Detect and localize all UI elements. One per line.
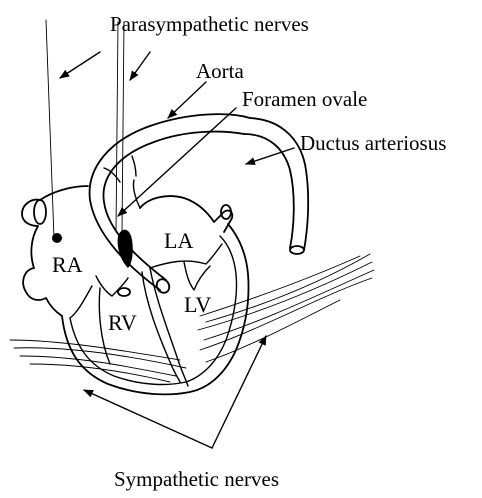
foramen-ovale-shape	[118, 230, 133, 268]
symp-left-3	[20, 356, 176, 376]
label-aorta: Aorta	[196, 59, 244, 83]
pulmonary-trunk	[133, 180, 140, 208]
rv-wall-2	[70, 286, 92, 318]
sympathetic-nerves	[10, 254, 374, 448]
sa-node	[52, 233, 62, 243]
label-sympathetic: Sympathetic nerves	[114, 467, 279, 491]
label-rv: RV	[108, 310, 137, 335]
label-parasympathetic: Parasympathetic nerves	[110, 12, 309, 36]
vagus-right-2	[122, 22, 124, 232]
tricuspid-valve	[96, 276, 128, 296]
svc-upper	[40, 186, 88, 200]
symp-right-3	[198, 262, 372, 330]
parasympathetic-arrow-1	[60, 52, 100, 78]
label-la: LA	[164, 228, 193, 253]
mitral-valve	[184, 262, 210, 290]
foramen-ovale-arrow	[118, 108, 236, 216]
svc-opening	[34, 200, 46, 224]
sympathetic-arrow-1	[84, 390, 212, 448]
vagus-left	[46, 20, 54, 238]
aorta-root	[154, 277, 171, 295]
ductus-end	[290, 246, 304, 254]
arch-branch-2	[132, 156, 136, 176]
label-ra: RA	[52, 252, 83, 277]
parasympathetic-arrow-2	[130, 52, 150, 80]
aorta-arrow	[168, 82, 206, 118]
symp-right-6	[206, 300, 340, 362]
vagus-right-1	[116, 22, 118, 232]
symp-right-5	[200, 256, 360, 316]
aorta-outer	[90, 114, 250, 290]
label-lv: LV	[184, 292, 211, 317]
symp-left-1	[10, 340, 180, 360]
pulmonary-stub	[118, 288, 130, 296]
symp-left-2	[14, 348, 186, 368]
heart-outline	[22, 186, 249, 394]
parasympathetic-nerves	[46, 20, 150, 243]
label-foramen-ovale: Foramen ovale	[242, 87, 367, 111]
label-ductus-arteriosus: Ductus arteriosus	[300, 131, 446, 155]
left-atrium-wall	[140, 196, 232, 232]
